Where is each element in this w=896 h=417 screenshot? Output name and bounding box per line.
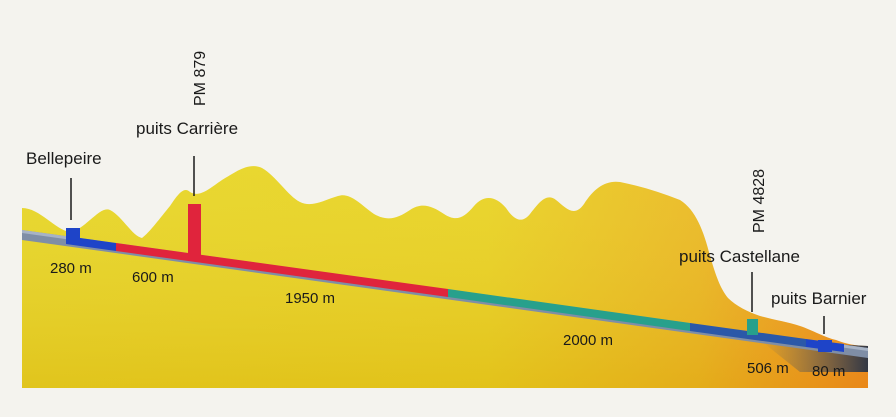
label-bellepeire: Bellepeire — [26, 149, 102, 168]
label-puits-castellane: puits Castellane — [679, 247, 800, 266]
puits-carriere-shaft — [188, 204, 201, 258]
label-segment-280m: 280 m — [50, 260, 92, 277]
puits-castellane-shaft — [747, 319, 758, 335]
segment-2000m — [448, 289, 690, 331]
terrain-shade — [22, 166, 868, 388]
label-puits-barnier: puits Barnier — [771, 289, 867, 308]
label-pm-879: PM 879 — [192, 51, 209, 106]
label-puits-carriere: puits Carrière — [136, 119, 238, 138]
label-pm-4828: PM 4828 — [751, 169, 768, 233]
label-segment-2000m: 2000 m — [563, 332, 613, 349]
label-segment-80m: 80 m — [812, 363, 845, 380]
puits-barnier-portal — [818, 340, 832, 352]
label-segment-1950m: 1950 m — [285, 290, 335, 307]
bellepeire-portal-marker — [66, 228, 80, 244]
label-segment-600m: 600 m — [132, 269, 174, 286]
label-segment-506m: 506 m — [747, 360, 789, 377]
